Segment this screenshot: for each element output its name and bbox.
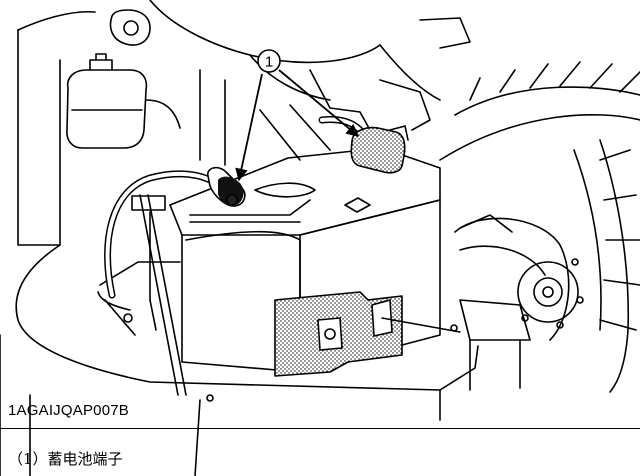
engine-block [17,0,471,246]
positive-cable [318,116,409,174]
axle-hub [454,214,584,391]
caption-divider [0,428,640,429]
part-code-label: 1AGAIJQAP007B [8,402,129,419]
coolant-reservoir [66,9,181,149]
callout-arrows [235,69,359,182]
callout-marker-1: 1 [257,49,281,73]
callout-number: 1 [265,54,273,71]
rear-tire [439,61,640,393]
battery-hold-down-rods [131,194,187,396]
battery-terminal-negative [218,176,244,207]
battery-bracket [274,291,461,377]
battery-tray-frame [0,244,479,476]
figure-caption: （1）蓄电池端子 [8,450,123,468]
